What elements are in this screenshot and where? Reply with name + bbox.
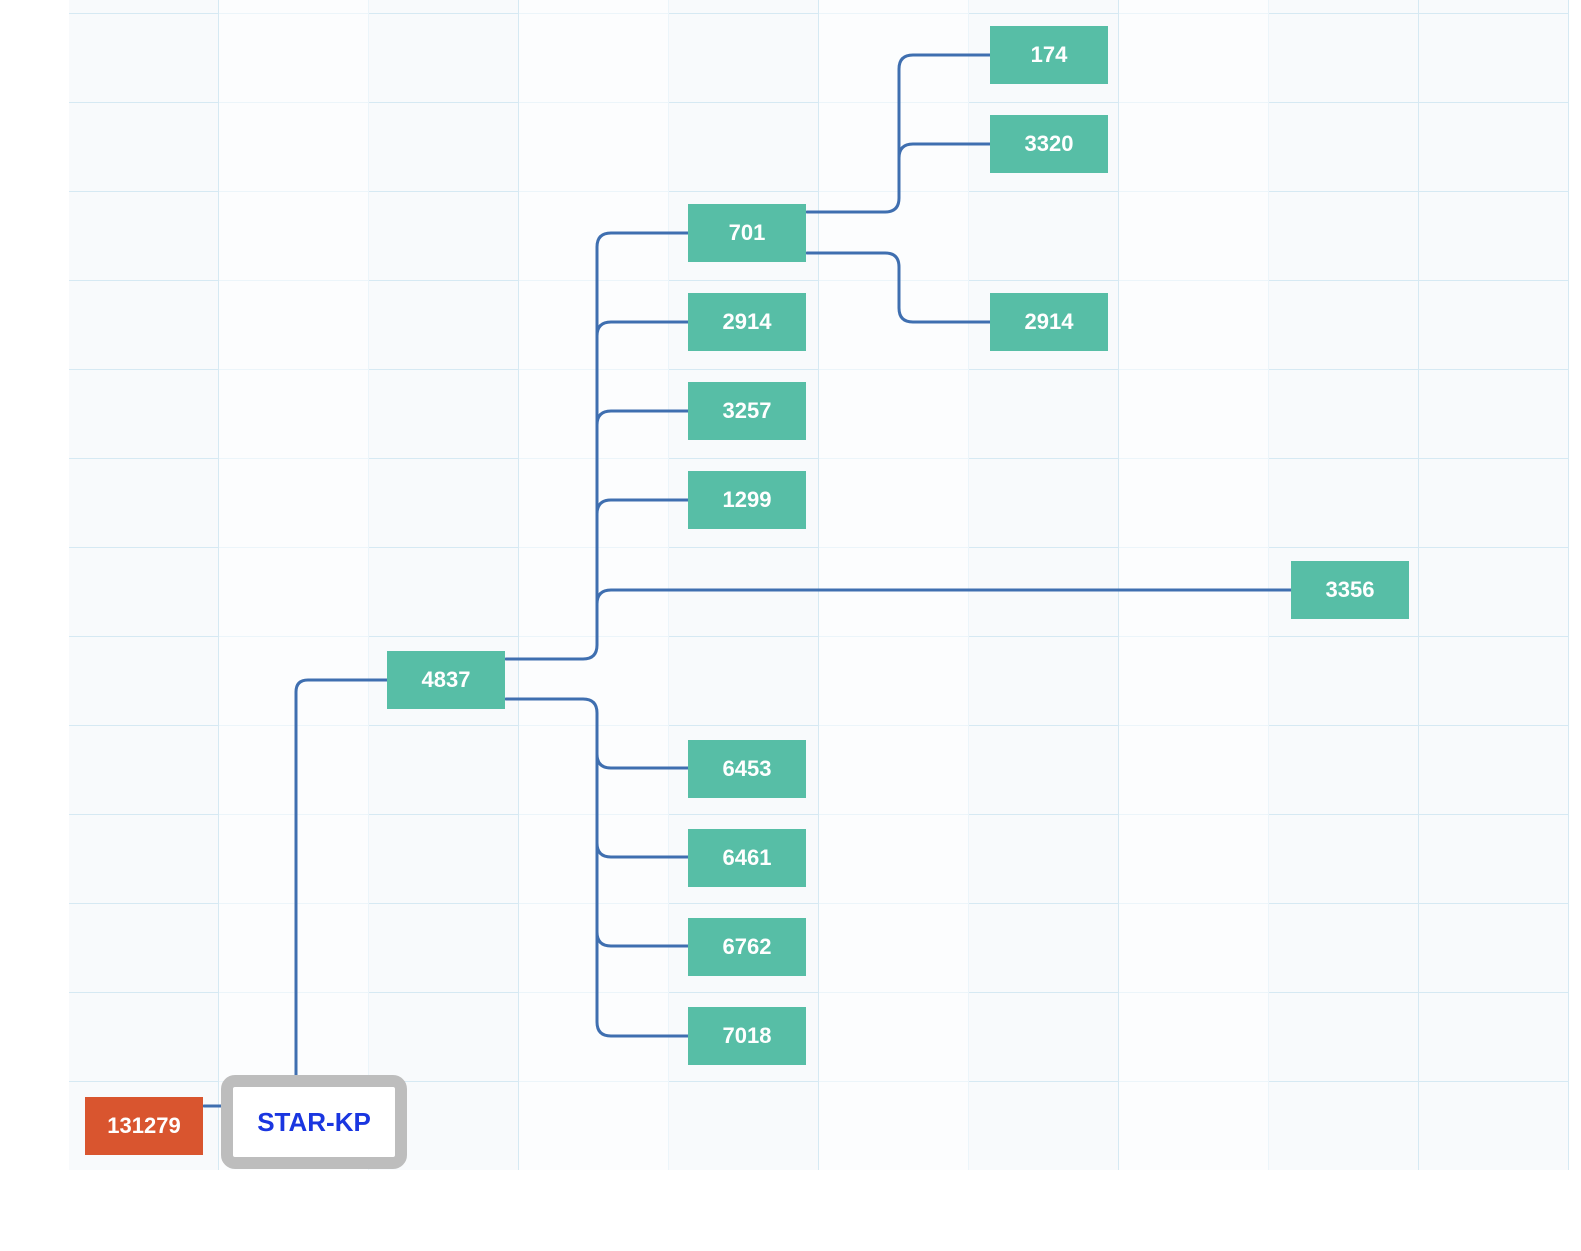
edge-4837-lower-trunk xyxy=(504,697,690,1038)
edge-701-2914 xyxy=(805,251,992,324)
edge-4837-6453 xyxy=(595,752,690,770)
edge-4837-6762 xyxy=(595,930,690,948)
grid-column xyxy=(819,0,969,1170)
node-6461[interactable]: 6461 xyxy=(688,829,806,887)
edge-701-174 xyxy=(805,53,992,214)
edge-4837-upper-trunk xyxy=(504,231,690,661)
edge-star-kp-4837 xyxy=(294,678,389,1089)
node-3320[interactable]: 3320 xyxy=(990,115,1108,173)
edge-4837-2914 xyxy=(595,320,690,338)
grid-column xyxy=(219,0,369,1170)
focus-node-star-kp[interactable]: STAR-KP xyxy=(257,1106,371,1137)
node-131279[interactable]: 131279 xyxy=(85,1097,203,1155)
node-2914-child[interactable]: 2914 xyxy=(990,293,1108,351)
edge-4837-3356 xyxy=(595,588,1293,606)
node-2914[interactable]: 2914 xyxy=(688,293,806,351)
node-7018[interactable]: 7018 xyxy=(688,1007,806,1065)
node-1299[interactable]: 1299 xyxy=(688,471,806,529)
node-4837[interactable]: 4837 xyxy=(387,651,505,709)
grid-column xyxy=(519,0,669,1170)
node-174[interactable]: 174 xyxy=(990,26,1108,84)
node-6453[interactable]: 6453 xyxy=(688,740,806,798)
edge-4837-3257 xyxy=(595,409,690,427)
grid-column xyxy=(1119,0,1269,1170)
edge-701-3320 xyxy=(897,142,992,160)
node-3356[interactable]: 3356 xyxy=(1291,561,1409,619)
edge-4837-6461 xyxy=(595,841,690,859)
node-3257[interactable]: 3257 xyxy=(688,382,806,440)
node-6762[interactable]: 6762 xyxy=(688,918,806,976)
edge-4837-1299 xyxy=(595,498,690,516)
node-701[interactable]: 701 xyxy=(688,204,806,262)
focus-node-frame[interactable] xyxy=(221,1075,407,1169)
